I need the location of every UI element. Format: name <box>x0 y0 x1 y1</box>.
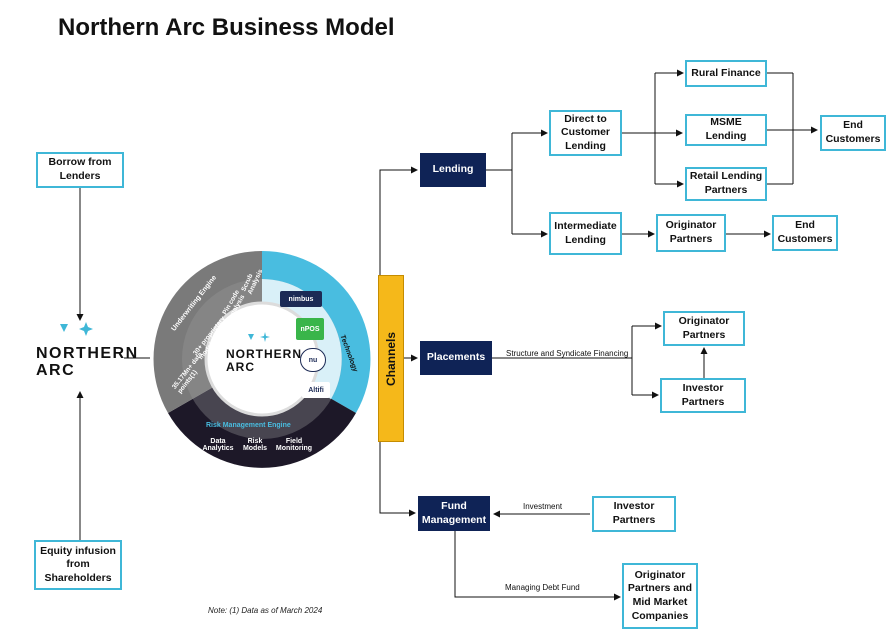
center-logo-mark-icon <box>248 332 270 342</box>
product-npos-label: nPOS <box>300 325 320 333</box>
originator-partners-box-lending: Originator Partners <box>656 214 726 252</box>
borrow-from-lenders-box: Borrow from Lenders <box>36 152 124 188</box>
wheel-center-line1: NORTHERN <box>226 347 302 361</box>
wheel-center-logo: NORTHERN ARC <box>226 332 302 374</box>
risk-item-data-analytics: Data Analytics <box>202 438 234 452</box>
product-nimbus: nimbus <box>280 291 322 307</box>
lending-box: Lending <box>420 153 486 187</box>
northern-arc-logo: NORTHERN ARC <box>36 322 139 380</box>
wheel-center-line2: ARC <box>226 359 255 374</box>
direct-to-customer-box: Direct to Customer Lending <box>549 110 622 156</box>
logo-mark-icon <box>60 322 93 336</box>
page-title: Northern Arc Business Model <box>58 14 395 41</box>
channels-bar: Channels <box>378 275 404 442</box>
intermediate-lending-box: Intermediate Lending <box>549 212 622 255</box>
logo-line2: ARC <box>36 361 76 379</box>
risk-item-models: Risk Models <box>242 438 268 452</box>
structure-syndicate-label: Structure and Syndicate Financing <box>506 349 629 358</box>
channels-label: Channels <box>384 331 398 386</box>
footnote: Note: (1) Data as of March 2024 <box>208 606 323 615</box>
product-nu: nu <box>300 348 326 372</box>
placements-box: Placements <box>420 341 492 375</box>
originator-partners-box-placements: Originator Partners <box>663 311 745 346</box>
msme-lending-box: MSME Lending <box>685 114 767 146</box>
risk-engine-title: Risk Management Engine <box>206 422 291 429</box>
managing-debt-fund-label: Managing Debt Fund <box>505 583 580 592</box>
product-nimbus-label: nimbus <box>288 295 314 303</box>
product-nu-label: nu <box>308 356 318 364</box>
product-npos: nPOS <box>296 318 324 340</box>
logo-line1: NORTHERN <box>36 345 139 362</box>
investor-partners-box-placements: Investor Partners <box>660 378 746 413</box>
end-customers-box-1: End Customers <box>820 115 886 151</box>
equity-infusion-box: Equity infusion from Shareholders <box>34 540 122 590</box>
originator-mid-market-box: Originator Partners and Mid Market Compa… <box>622 563 698 629</box>
product-altifi-label: Altifi <box>308 386 324 394</box>
fund-management-box: Fund Management <box>418 496 490 531</box>
end-customers-box-2: End Customers <box>772 215 838 251</box>
retail-lending-partners-box: Retail Lending Partners <box>685 167 767 201</box>
product-altifi: Altifi <box>302 382 330 398</box>
rural-finance-box: Rural Finance <box>685 60 767 87</box>
investment-label: Investment <box>523 502 563 511</box>
investor-partners-box-fund: Investor Partners <box>592 496 676 532</box>
risk-item-field-monitoring: Field Monitoring <box>275 438 313 452</box>
